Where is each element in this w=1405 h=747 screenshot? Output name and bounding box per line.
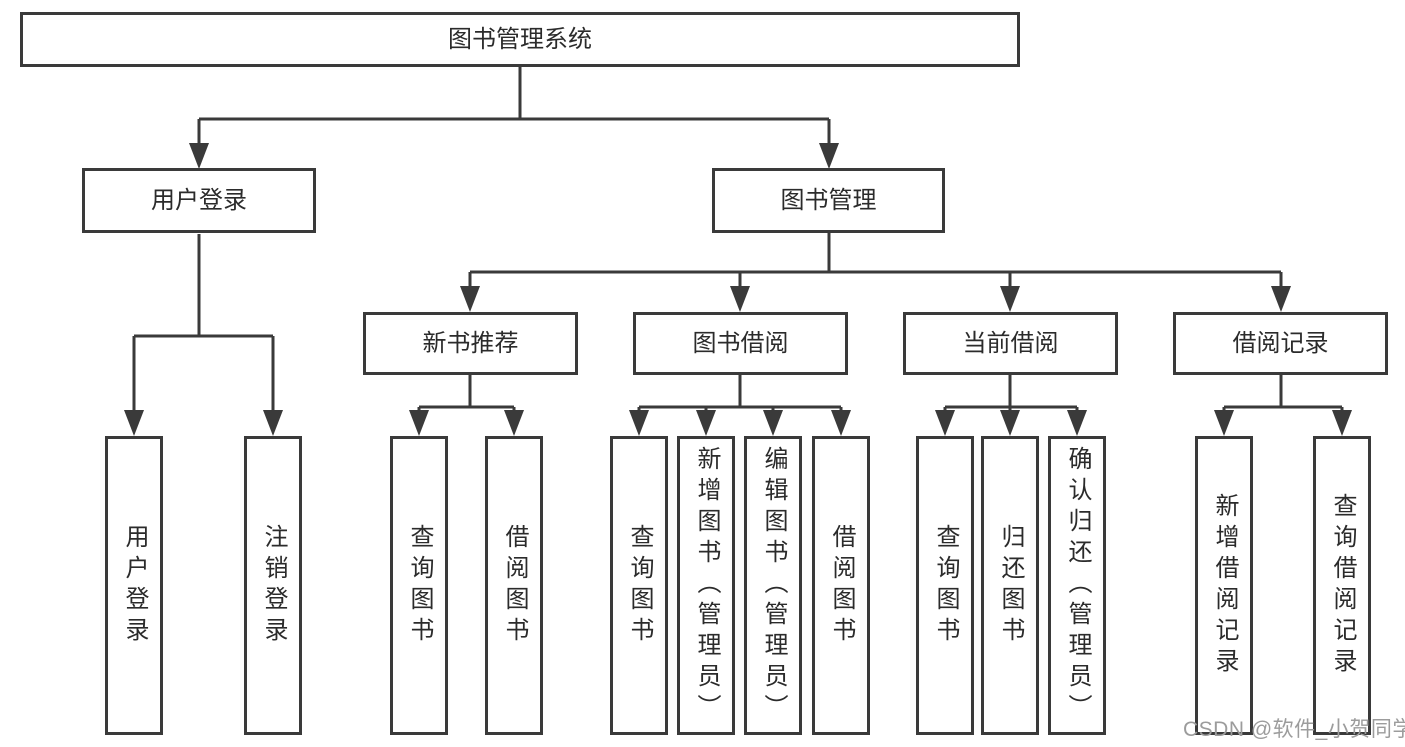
leaf-label: 查询借阅记录	[1329, 492, 1356, 679]
node-label: 用户登录	[151, 186, 247, 214]
leaf-label: 用户登录	[121, 523, 148, 648]
leaf-label: 注销登录	[260, 523, 287, 648]
leaf-label: 查询图书	[932, 523, 959, 648]
node-book-borrowing: 图书借阅	[633, 312, 848, 375]
leaf-current-query-books: 查询图书	[916, 436, 974, 735]
node-user-login: 用户登录	[82, 168, 316, 233]
node-borrowing-records: 借阅记录	[1173, 312, 1388, 375]
leaf-user-login: 用户登录	[105, 436, 163, 735]
leaf-label: 新增图书（管理员）	[693, 446, 720, 725]
node-label: 新书推荐	[422, 329, 519, 357]
leaf-newbook-query-books: 查询图书	[390, 436, 448, 735]
leaf-borrowing-query-books: 查询图书	[610, 436, 668, 735]
node-label: 借阅记录	[1232, 329, 1329, 357]
leaf-label: 编辑图书（管理员）	[760, 446, 787, 725]
leaf-label: 确认归还（管理员）	[1064, 446, 1091, 725]
leaf-newbook-borrow-books: 借阅图书	[485, 436, 543, 735]
leaf-label: 新增借阅记录	[1211, 492, 1238, 679]
leaf-label: 归还图书	[997, 523, 1024, 648]
leaf-borrowing-borrow-books: 借阅图书	[812, 436, 870, 735]
node-label: 图书管理系统	[448, 25, 592, 53]
leaf-label: 借阅图书	[501, 523, 528, 648]
leaf-records-add-record: 新增借阅记录	[1195, 436, 1253, 735]
node-current-borrowing: 当前借阅	[903, 312, 1118, 375]
node-new-book-recommend: 新书推荐	[363, 312, 578, 375]
node-library-management-system: 图书管理系统	[20, 12, 1020, 67]
leaf-current-confirm-return-admin: 确认归还（管理员）	[1048, 436, 1106, 735]
leaf-borrowing-edit-books-admin: 编辑图书（管理员）	[744, 436, 802, 735]
leaf-label: 查询图书	[626, 523, 653, 648]
node-label: 图书借阅	[692, 329, 789, 357]
leaf-label: 查询图书	[406, 523, 433, 648]
node-book-management: 图书管理	[712, 168, 945, 233]
leaf-current-return-books: 归还图书	[981, 436, 1039, 735]
node-label: 图书管理	[780, 186, 877, 214]
leaf-borrowing-add-books-admin: 新增图书（管理员）	[677, 436, 735, 735]
leaf-logout: 注销登录	[244, 436, 302, 735]
leaf-label: 借阅图书	[828, 523, 855, 648]
leaf-records-query-record: 查询借阅记录	[1313, 436, 1371, 735]
csdn-watermark: CSDN @软件_小贺同学	[1183, 718, 1405, 741]
node-label: 当前借阅	[962, 329, 1059, 357]
